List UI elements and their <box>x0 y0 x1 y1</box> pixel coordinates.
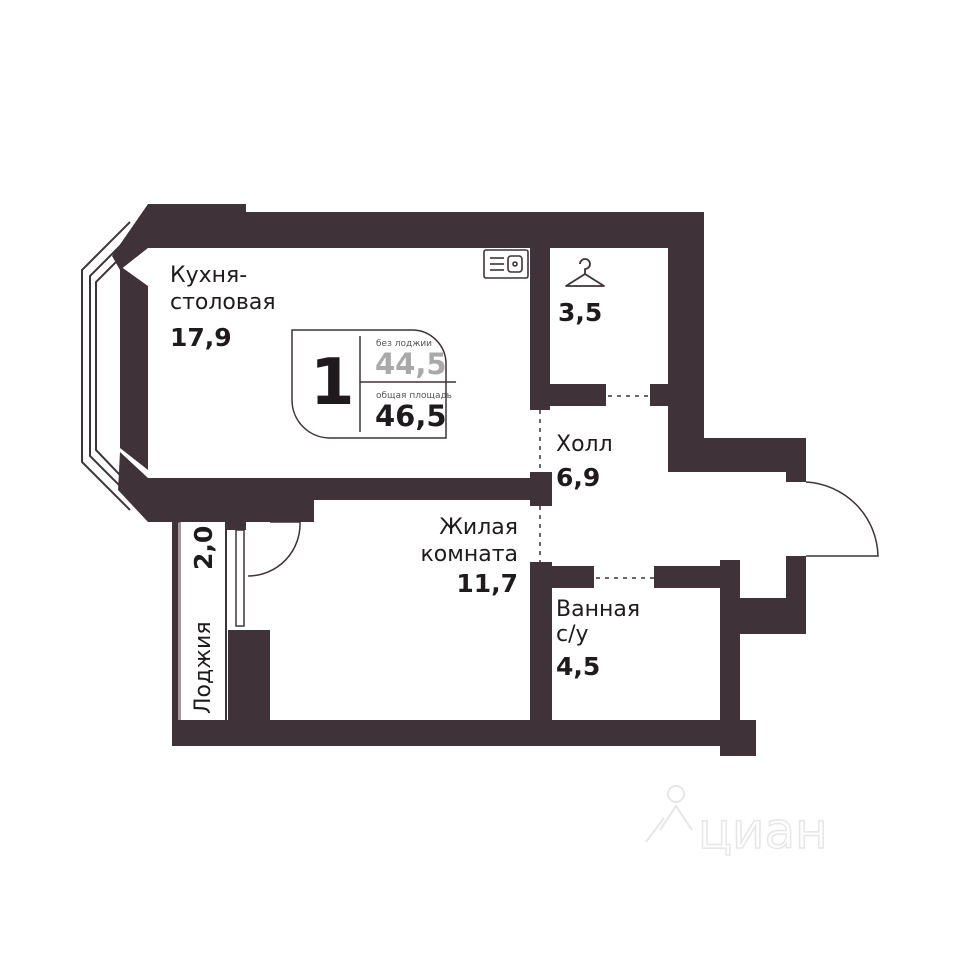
loggia-glazing-outer <box>177 521 181 723</box>
hall-area: 6,9 <box>556 463 600 492</box>
wall-living-left <box>228 630 270 722</box>
wall-living-bath <box>530 562 552 722</box>
wardrobe-area: 3,5 <box>558 298 602 327</box>
wall-bath-top-left <box>530 566 594 588</box>
badge-net-label: без лоджии <box>376 339 432 349</box>
kitchen-name-line2: столовая <box>170 290 276 315</box>
walls <box>81 204 806 756</box>
wall-wardrobe-right <box>668 248 704 472</box>
entrance-door-swing <box>805 481 879 557</box>
badge-outline <box>291 329 447 439</box>
loggia-area: 2,0 <box>189 526 218 570</box>
wall-loggia-outer <box>172 522 178 722</box>
bathroom-name-line1: Ванная <box>556 597 640 622</box>
wall-bottom-corner <box>720 720 756 756</box>
badge-net-area: 44,5 <box>375 347 447 381</box>
badge-gross-area: 46,5 <box>375 399 447 433</box>
wall-top-corner <box>148 204 246 218</box>
room-kitchen: Кухня- столовая 17,9 <box>170 263 276 352</box>
wall-wardrobe-bottom-left <box>530 384 606 406</box>
loggia-door-swing <box>247 521 301 577</box>
watermark-text: циан <box>698 802 828 860</box>
bay-window-glazing <box>81 221 141 511</box>
room-loggia: 2,0 Лоджия <box>189 526 218 714</box>
wall-bottom <box>172 720 740 746</box>
wall-bath-top-right <box>654 566 740 588</box>
wall-living-left-top <box>226 514 246 530</box>
wall-entrance-bottom <box>740 598 806 634</box>
wall-bath-right <box>720 560 740 756</box>
doors <box>235 481 879 627</box>
badge-rooms-count: 1 <box>310 346 355 420</box>
living-area: 11,7 <box>456 569 518 598</box>
room-bathroom: Ванная с/у 4,5 <box>556 597 640 681</box>
wall-kitchen-bottom <box>148 478 550 500</box>
room-wardrobe: 3,5 <box>558 298 602 327</box>
room-hall: Холл 6,9 <box>556 432 613 492</box>
living-name-line2: комната <box>420 542 518 567</box>
wall-kitchen-bottom-thick <box>148 500 314 522</box>
bathroom-area: 4,5 <box>556 652 600 681</box>
badge-gross-label: общая площадь <box>376 391 452 401</box>
bathroom-name-line2: с/у <box>556 622 589 647</box>
watermark: циан <box>645 785 829 861</box>
area-badge: 1 без лоджии 44,5 общая площадь 46,5 <box>291 329 456 439</box>
hanger-icon <box>565 258 605 287</box>
loggia-door-leaf <box>235 529 245 627</box>
wall-bay-side <box>120 266 148 470</box>
wall-wardrobe-bottom-right <box>650 384 680 406</box>
sink-icon <box>483 249 529 279</box>
living-name-line1: Жилая <box>439 515 518 540</box>
wall-entrance-top <box>668 438 806 472</box>
wall-kitchen-wardrobe <box>530 248 550 410</box>
wall-hall-column <box>530 472 552 506</box>
openings <box>539 395 654 579</box>
kitchen-area: 17,9 <box>170 323 232 352</box>
kitchen-name-line1: Кухня- <box>170 263 247 288</box>
watermark-logo-icon <box>645 785 693 843</box>
hall-name: Холл <box>556 432 613 457</box>
loggia-name: Лоджия <box>191 621 216 714</box>
wall-entrance-door-top <box>786 438 806 482</box>
room-living: Жилая комната 11,7 <box>420 515 518 598</box>
